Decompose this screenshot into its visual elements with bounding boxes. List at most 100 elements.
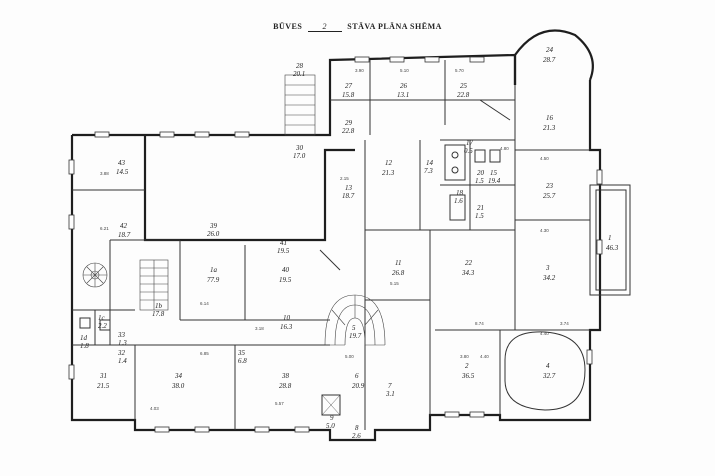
svg-text:6.8: 6.8: [238, 357, 247, 365]
svg-text:26: 26: [400, 82, 408, 90]
svg-text:1d: 1d: [80, 334, 88, 342]
svg-text:1b: 1b: [155, 302, 163, 310]
dimension-label: 3.80: [460, 354, 469, 359]
svg-text:19.5: 19.5: [277, 247, 290, 255]
svg-text:25.7: 25.7: [543, 192, 556, 200]
svg-text:7: 7: [388, 382, 392, 390]
dimension-label: 6.14: [200, 301, 209, 306]
svg-text:22: 22: [465, 259, 473, 267]
svg-text:0.5: 0.5: [464, 147, 473, 155]
svg-text:21.3: 21.3: [543, 124, 556, 132]
dimension-label: 5.70: [455, 68, 464, 73]
dimension-label: 4.80: [500, 146, 509, 151]
svg-text:29: 29: [345, 119, 353, 127]
dimension-label: 4.03: [150, 406, 159, 411]
svg-text:40: 40: [282, 266, 290, 274]
svg-text:1.3: 1.3: [118, 339, 127, 347]
svg-text:3.1: 3.1: [385, 390, 395, 398]
svg-text:11: 11: [395, 259, 401, 267]
svg-text:34.3: 34.3: [461, 269, 475, 277]
staircase-spiral: [82, 262, 108, 288]
svg-text:35: 35: [237, 349, 246, 357]
svg-text:38: 38: [281, 372, 290, 380]
svg-text:1a: 1a: [210, 266, 218, 274]
dimension-label: 4.40: [480, 354, 489, 359]
dimension-label: 2.15: [340, 176, 349, 181]
svg-text:16.3: 16.3: [280, 323, 293, 331]
svg-text:26.8: 26.8: [392, 269, 405, 277]
svg-text:30: 30: [295, 144, 304, 152]
svg-text:28.8: 28.8: [279, 382, 292, 390]
svg-text:20.1: 20.1: [293, 70, 305, 78]
svg-text:5.0: 5.0: [326, 422, 335, 430]
dimension-label: 3.18: [255, 326, 264, 331]
svg-text:2: 2: [465, 362, 469, 370]
svg-text:46.3: 46.3: [606, 244, 619, 252]
interior-walls: [72, 60, 590, 430]
windows: [68, 56, 603, 433]
svg-text:5: 5: [352, 324, 356, 332]
svg-text:27: 27: [345, 82, 353, 90]
svg-text:14.5: 14.5: [116, 168, 129, 176]
room-label: 170.5: [464, 139, 474, 155]
title-suffix: STĀVA PLĀNA SHĒMA: [347, 22, 442, 31]
room-label: 146.3: [606, 234, 619, 252]
svg-text:22.8: 22.8: [342, 127, 355, 135]
svg-text:21.5: 21.5: [97, 382, 110, 390]
room-label: 356.8: [237, 349, 247, 365]
room-label: 147.3: [424, 159, 434, 175]
svg-text:12: 12: [385, 159, 393, 167]
svg-text:23: 23: [546, 182, 554, 190]
dimension-label: 4.50: [540, 156, 549, 161]
dimension-labels: 5.10 5.70 3.90 4.50 4.30 4.40 5.15 3.80 …: [100, 68, 569, 411]
room-label: 620.9: [352, 372, 365, 390]
svg-text:1c: 1c: [98, 314, 106, 322]
svg-text:38.0: 38.0: [171, 382, 185, 390]
svg-text:15: 15: [490, 169, 498, 177]
dimension-label: 6.85: [200, 351, 209, 356]
room-label: 23 25.7: [543, 182, 556, 200]
svg-text:34.2: 34.2: [542, 274, 556, 282]
svg-text:43: 43: [118, 159, 126, 167]
svg-text:17.8: 17.8: [152, 310, 165, 318]
dimension-label: 3.74: [560, 321, 569, 326]
room-label: 34 38.0: [171, 372, 185, 390]
staircase-west: [139, 259, 169, 311]
title-prefix: BŪVES: [273, 22, 303, 31]
svg-text:9: 9: [330, 414, 334, 422]
room-label: 1d1.8: [80, 334, 89, 350]
svg-text:10: 10: [283, 314, 291, 322]
staircase-main: [324, 294, 386, 346]
room-label: 95.0: [326, 414, 335, 430]
svg-text:20.9: 20.9: [352, 382, 365, 390]
room-label: 38 28.8: [279, 372, 292, 390]
svg-text:18.7: 18.7: [342, 192, 355, 200]
dimension-label: 8.74: [475, 321, 484, 326]
dimension-label: 5.10: [400, 68, 409, 73]
svg-text:24: 24: [546, 46, 554, 54]
svg-text:14: 14: [426, 159, 434, 167]
svg-text:1.6: 1.6: [454, 197, 463, 205]
svg-text:21: 21: [477, 204, 484, 212]
svg-text:26.0: 26.0: [207, 230, 220, 238]
svg-text:19.7: 19.7: [349, 332, 362, 340]
svg-text:19.4: 19.4: [488, 177, 501, 185]
svg-text:25: 25: [460, 82, 468, 90]
svg-text:1.5: 1.5: [475, 212, 484, 220]
svg-text:3: 3: [545, 264, 550, 272]
svg-text:34: 34: [174, 372, 183, 380]
